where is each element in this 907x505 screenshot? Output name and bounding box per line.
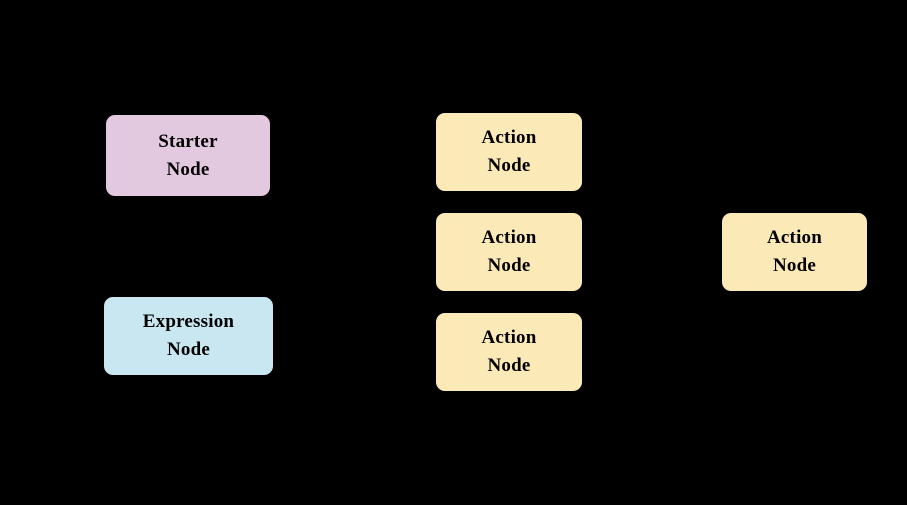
node-label-line-2: Node xyxy=(166,339,211,360)
node-label-line-1: Action xyxy=(481,127,537,149)
node-label-line-1: Action xyxy=(481,327,537,349)
node-label-line-2: Node xyxy=(166,158,210,180)
node-label-line-2: Node xyxy=(772,255,817,276)
node-label-line-2: Node xyxy=(487,255,531,276)
node-label-line-1: Expression xyxy=(142,311,235,333)
node-label-line-2: Node xyxy=(487,155,531,176)
node-label-line-2: Node xyxy=(487,355,531,376)
node-label-line-1: Action xyxy=(481,227,537,249)
node-label-line-1: Action xyxy=(766,227,823,249)
node-label-line-1: Starter xyxy=(158,130,218,152)
